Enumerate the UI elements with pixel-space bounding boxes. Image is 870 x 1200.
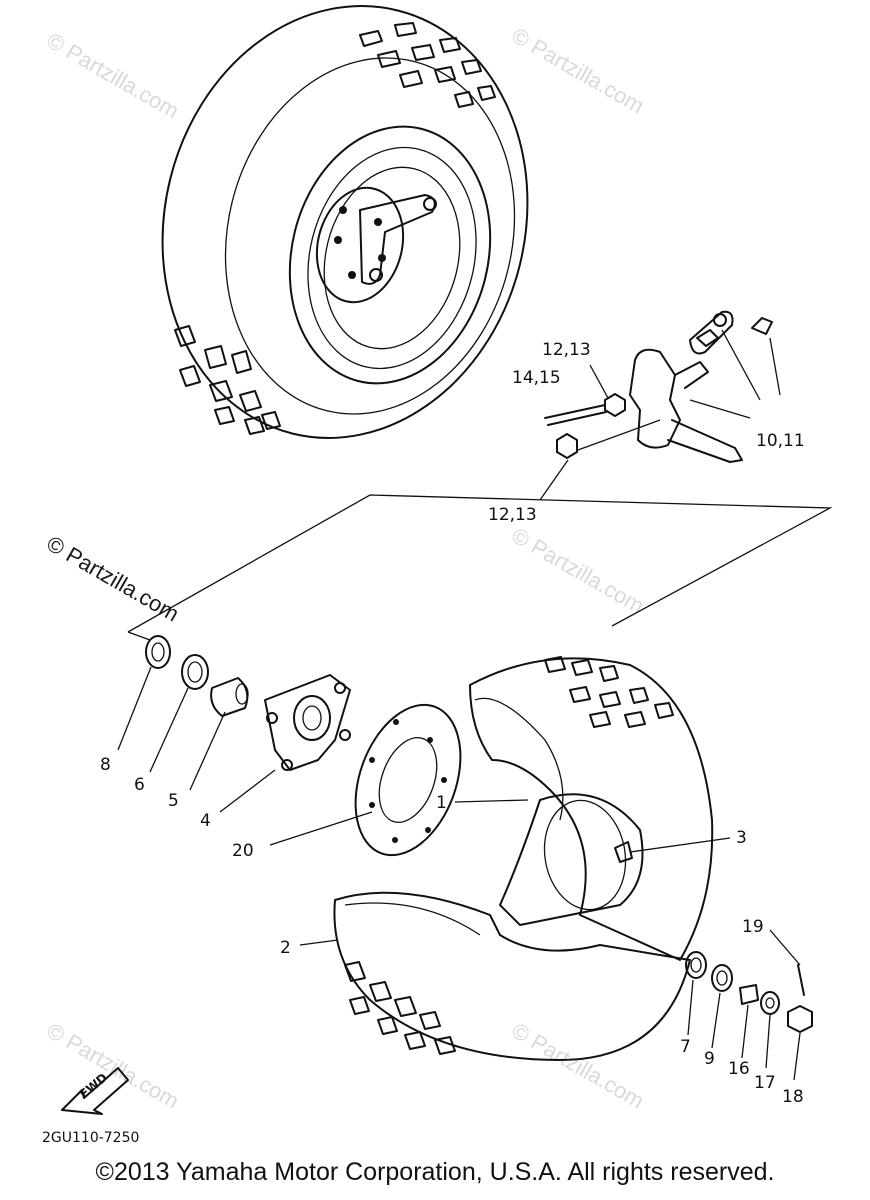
callout-labels: 8 6 5 4 20 1 3 2 19 7 9 16 17 18 12,13 1… — [100, 340, 805, 1107]
disc-hole — [348, 271, 356, 279]
callout-2: 2 — [280, 938, 291, 958]
callout-6: 6 — [134, 775, 145, 795]
callout-10-11: 10,11 — [756, 431, 805, 451]
callout-7: 7 — [680, 1037, 691, 1057]
fwd-arrow-icon — [61, 1067, 129, 1115]
rim-1 — [499, 793, 644, 926]
leader-17 — [765, 1014, 771, 1069]
disc-hole — [334, 236, 342, 244]
leader-5 — [189, 711, 226, 791]
oil-seal-8 — [145, 635, 171, 669]
bearing-6 — [181, 654, 209, 690]
callout-17: 17 — [754, 1073, 776, 1093]
leader-18 — [793, 1032, 801, 1081]
leader-3 — [629, 837, 731, 853]
watermark: © Partzilla.com — [43, 1018, 184, 1114]
cotter-pin-14-15 — [544, 404, 607, 426]
arm-eye — [369, 268, 383, 282]
exploded-view-outline — [127, 494, 833, 641]
disc-hole — [339, 206, 347, 214]
knuckle-body — [629, 348, 681, 449]
callout-14-15: 14,15 — [512, 368, 561, 388]
leader-20 — [269, 811, 373, 846]
tire-upper-half — [469, 657, 714, 961]
collar-5 — [210, 677, 249, 717]
leader-12-13-bottom — [539, 419, 661, 501]
callout-5: 5 — [168, 791, 179, 811]
knuckle-upper-lug — [674, 361, 709, 389]
leader-6 — [149, 687, 189, 773]
watermark: © Partzilla.com — [508, 523, 649, 619]
disc-hole — [374, 218, 382, 226]
leader-16 — [741, 1004, 749, 1059]
leader-12-13-top — [589, 364, 609, 399]
nut-12-13-bottom — [556, 433, 578, 459]
arm-eye — [423, 197, 437, 211]
upper-tread-blocks — [359, 22, 496, 108]
valve-3 — [614, 841, 633, 863]
callout-19: 19 — [742, 917, 764, 937]
copyright-notice: ©2013 Yamaha Motor Corporation, U.S.A. A… — [95, 1158, 775, 1186]
bolt-10-11 — [751, 317, 773, 335]
hub-components — [145, 635, 462, 857]
oil-seal-9 — [711, 964, 733, 992]
washer-17 — [760, 991, 780, 1015]
leader-2 — [299, 939, 339, 946]
nut-12-13-top — [604, 393, 626, 417]
watermark: © Partzilla.com — [508, 1018, 649, 1114]
arm-hole — [713, 313, 727, 327]
bolt-10-11-second — [696, 329, 719, 347]
axle-small-parts — [685, 951, 813, 1033]
callout-3: 3 — [736, 828, 747, 848]
diagram-code: 2GU110-7250 — [42, 1130, 139, 1146]
collar-16 — [739, 984, 759, 1005]
tire-lower-half — [333, 891, 691, 1061]
steering-knuckle-assembly — [539, 310, 781, 501]
callout-12-13-bottom: 12,13 — [488, 505, 537, 525]
upper-rim-outer — [288, 125, 492, 385]
leader-7 — [687, 979, 694, 1036]
leader-19 — [769, 929, 801, 966]
upper-rim-inner — [307, 146, 477, 370]
leader-4 — [219, 769, 276, 813]
upper-tire-outer — [161, 5, 529, 439]
leader-9 — [711, 992, 721, 1049]
callout-8: 8 — [100, 755, 111, 775]
cotter-pin-19 — [797, 964, 805, 996]
callout-18: 18 — [782, 1087, 804, 1107]
watermark: © Partzilla.com — [43, 28, 184, 124]
watermark: © Partzilla.com — [508, 23, 649, 119]
lower-tread-blocks — [174, 325, 281, 435]
callout-9: 9 — [704, 1049, 715, 1069]
upper-tire-sidewall — [224, 57, 516, 415]
callout-16: 16 — [728, 1059, 750, 1079]
lower-wheel-assembly — [333, 656, 714, 1061]
upper-wheel-assembly — [161, 5, 529, 439]
leader-1 — [454, 799, 529, 803]
bearing-7 — [685, 951, 707, 979]
upper-brake-disc — [315, 186, 405, 304]
leader-lines — [117, 666, 801, 1081]
nut-18 — [787, 1005, 813, 1033]
knuckle-spindle — [667, 419, 743, 463]
upper-rim-ring — [323, 166, 461, 350]
exploded-tread-blocks — [344, 656, 674, 1055]
callout-12-13-top: 12,13 — [542, 340, 591, 360]
callout-20: 20 — [232, 841, 254, 861]
knuckle-arm-plate — [689, 310, 734, 355]
callout-1: 1 — [436, 793, 447, 813]
leader-8 — [117, 666, 152, 751]
leader-10-11 — [689, 329, 781, 419]
hub-4 — [264, 674, 351, 771]
brake-disc-20 — [354, 703, 462, 857]
callout-4: 4 — [200, 811, 211, 831]
